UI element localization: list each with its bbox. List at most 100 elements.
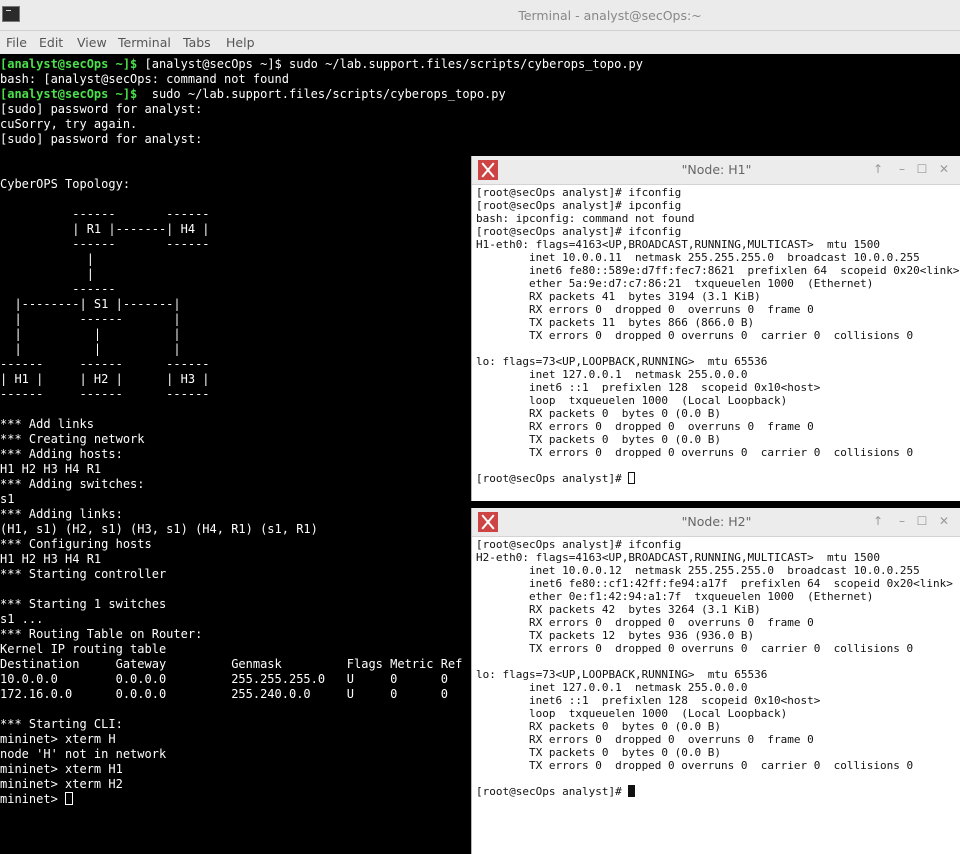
text-cursor: [628, 785, 636, 797]
menu-terminal[interactable]: Terminal: [118, 35, 171, 50]
terminal-line: |: [0, 267, 94, 281]
xterm-h1-line: RX packets 0 bytes 0 (0.0 B): [476, 407, 722, 420]
terminal-line: bash: [analyst@secOps: command not found: [0, 72, 289, 86]
terminal-line: [sudo] password for analyst:: [0, 102, 203, 116]
terminal-line: |: [0, 252, 94, 266]
close-icon[interactable]: ✕: [938, 162, 950, 176]
arrow-up-icon[interactable]: ↑: [872, 162, 884, 176]
menu-help[interactable]: Help: [226, 35, 255, 50]
window-titlebar[interactable]: Terminal - analyst@secOps:~: [0, 0, 960, 31]
terminal-line: ------ ------: [0, 207, 210, 221]
terminal-line: *** Routing Table on Router:: [0, 627, 203, 641]
xterm-h1-line: [476, 459, 959, 472]
menu-edit[interactable]: Edit: [39, 35, 64, 50]
xterm-h2-line: [476, 655, 953, 668]
xterm-h1-line: [476, 342, 959, 355]
terminal-line: mininet> xterm H: [0, 732, 116, 746]
xterm-h1-line: [root@secOps analyst]# ipconfig: [476, 199, 682, 212]
arrow-up-icon[interactable]: ↑: [872, 514, 884, 528]
terminal-line: ------ ------: [0, 237, 210, 251]
terminal-line: mininet> xterm H1: [0, 762, 123, 776]
xterm-h1-line: loop txqueuelen 1000 (Local Loopback): [476, 394, 788, 407]
terminal-line: s1 ...: [0, 612, 44, 626]
xterm-h2-line: lo: flags=73<UP,LOOPBACK,RUNNING> mtu 65…: [476, 668, 768, 681]
shell-prompt: [analyst@secOps ~]$: [0, 87, 145, 101]
terminal-line: mininet>: [0, 792, 643, 807]
xterm-h2-line: inet6 fe80::cf1:42ff:fe94:a17f prefixlen…: [476, 577, 953, 590]
xterm-titlebar-h2[interactable]: "Node: H2" ↑ – ☐ ✕: [472, 508, 960, 537]
xterm-h2-line: inet 127.0.0.1 netmask 255.0.0.0: [476, 681, 748, 694]
xterm-h2-line: TX packets 0 bytes 0 (0.0 B): [476, 746, 722, 759]
terminal-line: CyberOPS Topology:: [0, 177, 131, 191]
terminal-line: Kernel IP routing table: [0, 642, 167, 656]
terminal-line: 10.0.0.0 0.0.0.0 255.255.255.0 U 0 0 0 R…: [0, 672, 571, 686]
xterm-h1-line: inet6 fe80::589e:d7ff:fec7:8621 prefixle…: [476, 264, 960, 277]
menu-file[interactable]: File: [6, 35, 27, 50]
command-text: [analyst@secOps ~]$ sudo ~/lab.support.f…: [144, 57, 644, 71]
terminal-line: *** Starting CLI:: [0, 717, 123, 731]
xterm-h2-line: [root@secOps analyst]# ifconfig: [476, 538, 682, 551]
terminal-line: node 'H' not in network: [0, 747, 167, 761]
xterm-h1-line: RX errors 0 dropped 0 overruns 0 frame 0: [476, 420, 814, 433]
xterm-h2-line: TX packets 12 bytes 936 (936.0 B): [476, 629, 755, 642]
terminal-line: ------ ------ ------: [0, 387, 210, 401]
terminal-line: *** Creating network: [0, 432, 145, 446]
xterm-h1-line: RX errors 0 dropped 0 overruns 0 frame 0: [476, 303, 814, 316]
xterm-h1-line: RX packets 41 bytes 3194 (3.1 KiB): [476, 290, 761, 303]
xterm-h1-line: [root@secOps analyst]# ifconfig: [476, 186, 682, 199]
xterm-h2-line: RX errors 0 dropped 0 overruns 0 frame 0: [476, 616, 814, 629]
text-cursor: [628, 472, 636, 484]
xterm-h2-line: TX errors 0 dropped 0 overruns 0 carrier…: [476, 759, 914, 772]
xterm-titlebar-h1[interactable]: "Node: H1" ↑ – ☐ ✕: [472, 156, 960, 185]
xterm-h1-line: bash: ipconfig: command not found: [476, 212, 695, 225]
xterm-h2-line: inet 10.0.0.12 netmask 255.255.255.0 bro…: [476, 564, 920, 577]
xterm-logo-icon: [478, 512, 498, 532]
terminal-line: ------ ------ ------: [0, 357, 210, 371]
xterm-h2-line: RX packets 0 bytes 0 (0.0 B): [476, 720, 722, 733]
menu-view[interactable]: View: [77, 35, 107, 50]
xterm-window-h1[interactable]: "Node: H1" ↑ – ☐ ✕ [root@secOps analyst]…: [471, 156, 960, 501]
terminal-line: | H1 | | H2 | | H3 |: [0, 372, 210, 386]
xterm-title-h1: "Node: H1": [681, 162, 752, 177]
terminal-line: mininet> xterm H2: [0, 777, 123, 791]
terminal-line: | | |: [0, 327, 181, 341]
xterm-h1-line: TX errors 0 dropped 0 overruns 0 carrier…: [476, 446, 914, 459]
xterm-h1-line: TX errors 0 dropped 0 overruns 0 carrier…: [476, 329, 914, 342]
terminal-line: *** Adding switches:: [0, 477, 145, 491]
terminal-line: s1: [0, 492, 15, 506]
xterm-h2-line: RX packets 42 bytes 3264 (3.1 KiB): [476, 603, 761, 616]
terminal-output: [analyst@secOps ~]$ [analyst@secOps ~]$ …: [0, 57, 643, 807]
xterm-h1-line: inet6 ::1 prefixlen 128 scopeid 0x10<hos…: [476, 381, 821, 394]
terminal-line: cuSorry, try again.: [0, 117, 138, 131]
text-cursor: [65, 792, 74, 805]
close-icon[interactable]: ✕: [938, 514, 950, 528]
terminal-line: H1 H2 H3 H4 R1: [0, 552, 102, 566]
xterm-h2-line: inet6 ::1 prefixlen 128 scopeid 0x10<hos…: [476, 694, 821, 707]
xterm-window-h2[interactable]: "Node: H2" ↑ – ☐ ✕ [root@secOps analyst]…: [471, 508, 960, 854]
terminal-line: *** Starting 1 switches: [0, 597, 167, 611]
xterm-h1-line: inet 127.0.0.1 netmask 255.0.0.0: [476, 368, 748, 381]
xterm-title-h2: "Node: H2": [681, 514, 752, 529]
menubar: File Edit View Terminal Tabs Help: [0, 31, 960, 54]
terminal-line: *** Adding links:: [0, 507, 123, 521]
xterm-h1-line: inet 10.0.0.11 netmask 255.255.255.0 bro…: [476, 251, 920, 264]
xterm-h2-line: loop txqueuelen 1000 (Local Loopback): [476, 707, 788, 720]
xterm-h1-line: TX packets 11 bytes 866 (866.0 B): [476, 316, 755, 329]
maximize-icon[interactable]: ☐: [916, 514, 928, 528]
xterm-logo-icon: [478, 160, 498, 180]
minimize-icon[interactable]: –: [899, 162, 905, 176]
terminal-line: *** Starting controller: [0, 567, 167, 581]
shell-prompt: [analyst@secOps ~]$: [0, 57, 145, 71]
xterm-h2-line: ether 0e:f1:42:94:a1:7f txqueuelen 1000 …: [476, 590, 874, 603]
maximize-icon[interactable]: ☐: [916, 162, 928, 176]
terminal-line: [analyst@secOps ~]$ sudo ~/lab.support.f…: [0, 87, 643, 102]
menu-tabs[interactable]: Tabs: [183, 35, 211, 50]
terminal-line: [sudo] password for analyst:: [0, 132, 203, 146]
xterm-h1-line: ether 5a:9e:d7:c7:86:21 txqueuelen 1000 …: [476, 277, 874, 290]
terminal-line: H1 H2 H3 H4 R1: [0, 462, 102, 476]
xterm-h2-line: TX errors 0 dropped 0 overruns 0 carrier…: [476, 642, 914, 655]
xterm-h1-line: TX packets 0 bytes 0 (0.0 B): [476, 433, 722, 446]
minimize-icon[interactable]: –: [899, 514, 905, 528]
terminal-line: *** Adding hosts:: [0, 447, 123, 461]
